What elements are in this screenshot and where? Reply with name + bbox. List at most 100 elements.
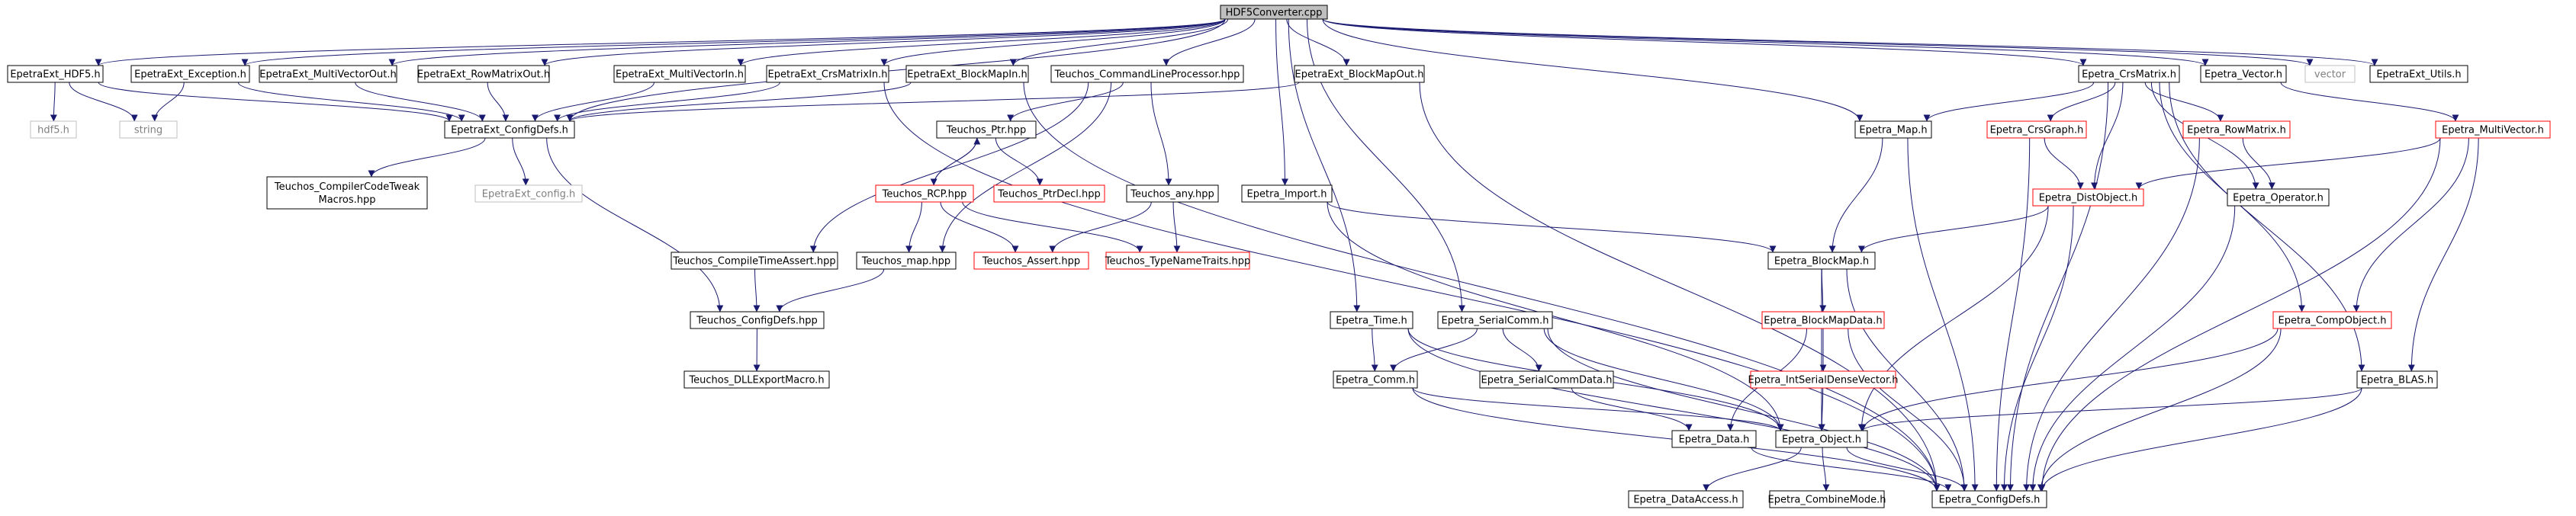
node-teuchos-typenametraits-hpp[interactable]: Teuchos_TypeNameTraits.hpp — [1105, 252, 1251, 270]
node-epetraext-crsmatrixin-h[interactable]: EpetraExt_CrsMatrixIn.h — [766, 65, 889, 83]
node-box — [1126, 184, 1219, 203]
node-teuchos-any-hpp[interactable]: Teuchos_any.hpp — [1126, 184, 1219, 203]
edge-t_rcp-to-t_tnt — [962, 201, 1143, 253]
edge-e_crsgraph-to-e_distobj — [2044, 137, 2084, 190]
node-epetra-serialcomm-h[interactable]: Epetra_SerialComm.h — [1437, 311, 1553, 329]
node-epetraext-blockmapout-h[interactable]: EpetraExt_BlockMapOut.h — [1294, 65, 1425, 83]
edge-t_clp-to-t_cta — [809, 82, 1089, 253]
edge-root-to-ext_rmout — [541, 18, 1226, 66]
node-epetra-distobject-h[interactable]: Epetra_DistObject.h — [2032, 188, 2144, 207]
node-epetra-blockmapdata-h[interactable]: Epetra_BlockMapData.h — [1761, 311, 1885, 329]
edge-root-to-e_serialcomm — [1307, 18, 1465, 312]
edge-root-to-e_import — [1275, 18, 1288, 186]
node-label: EpetraExt_MultiVectorIn.h — [616, 69, 744, 81]
node-epetraext-hdf5-h[interactable]: EpetraExt_HDF5.h — [7, 65, 104, 83]
node-box — [1761, 311, 1885, 329]
edge-t_map-to-t_config — [776, 268, 885, 312]
edge-e_object-to-e_config — [1846, 447, 1968, 492]
edge-t_rcp-to-t_map — [905, 201, 922, 253]
node-label: Epetra_DistObject.h — [2039, 193, 2138, 204]
node-teuchos-map-hpp[interactable]: Teuchos_map.hpp — [856, 252, 957, 270]
node-string[interactable]: string — [119, 120, 178, 139]
node-epetra-map-h[interactable]: Epetra_Map.h — [1854, 120, 1932, 139]
node-box — [1333, 370, 1418, 389]
node-label: Epetra_SerialCommData.h — [1481, 375, 1613, 386]
node-label: Epetra_Map.h — [1859, 125, 1927, 136]
node-epetra-crsgraph-h[interactable]: Epetra_CrsGraph.h — [1986, 120, 2087, 139]
node-teuchos-commandlineprocessor-hpp[interactable]: Teuchos_CommandLineProcessor.hpp — [1050, 65, 1244, 83]
node-epetra-object-h[interactable]: Epetra_Object.h — [1775, 430, 1868, 448]
node-epetra-data-h[interactable]: Epetra_Data.h — [1671, 430, 1757, 448]
node-box — [2369, 65, 2468, 83]
node-box — [1220, 5, 1328, 20]
node-teuchos-compiletimeassert-hpp[interactable]: Teuchos_CompileTimeAssert.hpp — [671, 252, 838, 270]
edge-e_rowmatrix-to-e_config — [2023, 137, 2200, 492]
edge-e_map-to-e_blockmap — [1828, 137, 1883, 253]
node-hdf5converter-cpp[interactable]: HDF5Converter.cpp — [1220, 5, 1328, 20]
node-teuchos-configdefs-hpp[interactable]: Teuchos_ConfigDefs.hpp — [690, 311, 825, 329]
node-epetra-import-h[interactable]: Epetra_Import.h — [1241, 184, 1333, 203]
edge-root-to-e_crs — [1322, 18, 2087, 66]
node-label: Teuchos_DLLExportMacro.h — [688, 375, 824, 386]
node-box — [1050, 65, 1244, 83]
edge-t_clp-to-t_ptr — [1007, 82, 1124, 122]
node-teuchos-ptr-hpp[interactable]: Teuchos_Ptr.hpp — [936, 120, 1037, 139]
edge-e_time-to-e_config — [1407, 328, 1941, 492]
edge-e_map-to-e_config — [1907, 137, 1979, 492]
node-epetraext-configdefs-h[interactable]: EpetraExt_ConfigDefs.h — [444, 120, 575, 139]
node-label: Epetra_Object.h — [1782, 434, 1861, 446]
node-teuchos-dllexportmacro-h[interactable]: Teuchos_DLLExportMacro.h — [683, 370, 830, 389]
edge-ext_exception-to-string — [151, 82, 185, 122]
node-epetra-intserialdensevector-h[interactable]: Epetra_IntSerialDenseVector.h — [1748, 370, 1899, 389]
node-hdf5-h[interactable]: hdf5.h — [30, 120, 77, 139]
node-epetra-compobject-h[interactable]: Epetra_CompObject.h — [2272, 311, 2392, 329]
node-teuchos-rcp-hpp[interactable]: Teuchos_RCP.hpp — [875, 184, 974, 203]
edge-ext_bmout-to-e_config — [1419, 82, 1941, 492]
node-epetra-comm-h[interactable]: Epetra_Comm.h — [1333, 370, 1418, 389]
node-label: Teuchos_PtrDecl.hpp — [997, 189, 1101, 200]
edge-root-to-t_clp — [1163, 18, 1256, 66]
node-box — [2272, 311, 2392, 329]
node-label: EpetraExt_config.h — [482, 189, 576, 200]
edge-e_time-to-e_comm — [1371, 328, 1378, 372]
node-epetra-time-h[interactable]: Epetra_Time.h — [1330, 311, 1413, 329]
node-box — [1437, 311, 1553, 329]
edge-root-to-ext_bmin — [1009, 18, 1229, 66]
node-epetra-blockmap-h[interactable]: Epetra_BlockMap.h — [1767, 252, 1876, 270]
node-epetraext-config-h[interactable]: EpetraExt_config.h — [474, 184, 583, 203]
node-box — [1294, 65, 1425, 83]
node-epetra-rowmatrix-h[interactable]: Epetra_RowMatrix.h — [2182, 120, 2291, 139]
node-epetra-configdefs-h[interactable]: Epetra_ConfigDefs.h — [1931, 490, 2047, 508]
node-epetra-crsmatrix-h[interactable]: Epetra_CrsMatrix.h — [2078, 65, 2180, 83]
node-vector[interactable]: vector — [2304, 65, 2356, 83]
node-epetra-combinemode-h[interactable]: Epetra_CombineMode.h — [1768, 490, 1886, 508]
node-epetraext-multivectorout-h[interactable]: EpetraExt_MultiVectorOut.h — [259, 65, 397, 83]
node-epetraext-utils-h[interactable]: EpetraExt_Utils.h — [2369, 65, 2468, 83]
node-epetra-serialcommdata-h[interactable]: Epetra_SerialCommData.h — [1479, 370, 1614, 389]
edge-root-to-e_vector — [1322, 18, 2209, 66]
node-box — [856, 252, 957, 270]
node-epetra-operator-h[interactable]: Epetra_Operator.h — [2227, 188, 2330, 207]
edge-ext_config-to-t_config — [546, 137, 724, 312]
node-epetra-dataaccess-h[interactable]: Epetra_DataAccess.h — [1628, 490, 1744, 508]
node-epetraext-exception-h[interactable]: EpetraExt_Exception.h — [130, 65, 250, 83]
node-epetra-multivector-h[interactable]: Epetra_MultiVector.h — [2435, 120, 2551, 139]
node-epetraext-blockmapin-h[interactable]: EpetraExt_BlockMapIn.h — [905, 65, 1029, 83]
node-epetra-blas-h[interactable]: Epetra_BLAS.h — [2356, 370, 2438, 389]
node-box — [1628, 490, 1744, 508]
edge-t_any-to-t_assert — [1049, 201, 1152, 253]
node-label: vector — [2314, 69, 2346, 81]
edge-ext_hdf5-to-string — [69, 82, 138, 122]
node-epetraext-rowmatrixout-h[interactable]: EpetraExt_RowMatrixOut.h — [417, 65, 550, 83]
node-box — [683, 370, 830, 389]
node-label: Epetra_Vector.h — [2205, 69, 2282, 81]
node-epetraext-multivectorin-h[interactable]: EpetraExt_MultiVectorIn.h — [613, 65, 746, 83]
node-epetra-vector-h[interactable]: Epetra_Vector.h — [2200, 65, 2287, 83]
node-teuchos-ptrdecl-hpp[interactable]: Teuchos_PtrDecl.hpp — [993, 184, 1105, 203]
node-label: EpetraExt_Exception.h — [134, 69, 246, 81]
node-teuchos-assert-hpp[interactable]: Teuchos_Assert.hpp — [973, 252, 1089, 270]
edge-e_import-to-e_blockmap — [1327, 201, 1777, 253]
